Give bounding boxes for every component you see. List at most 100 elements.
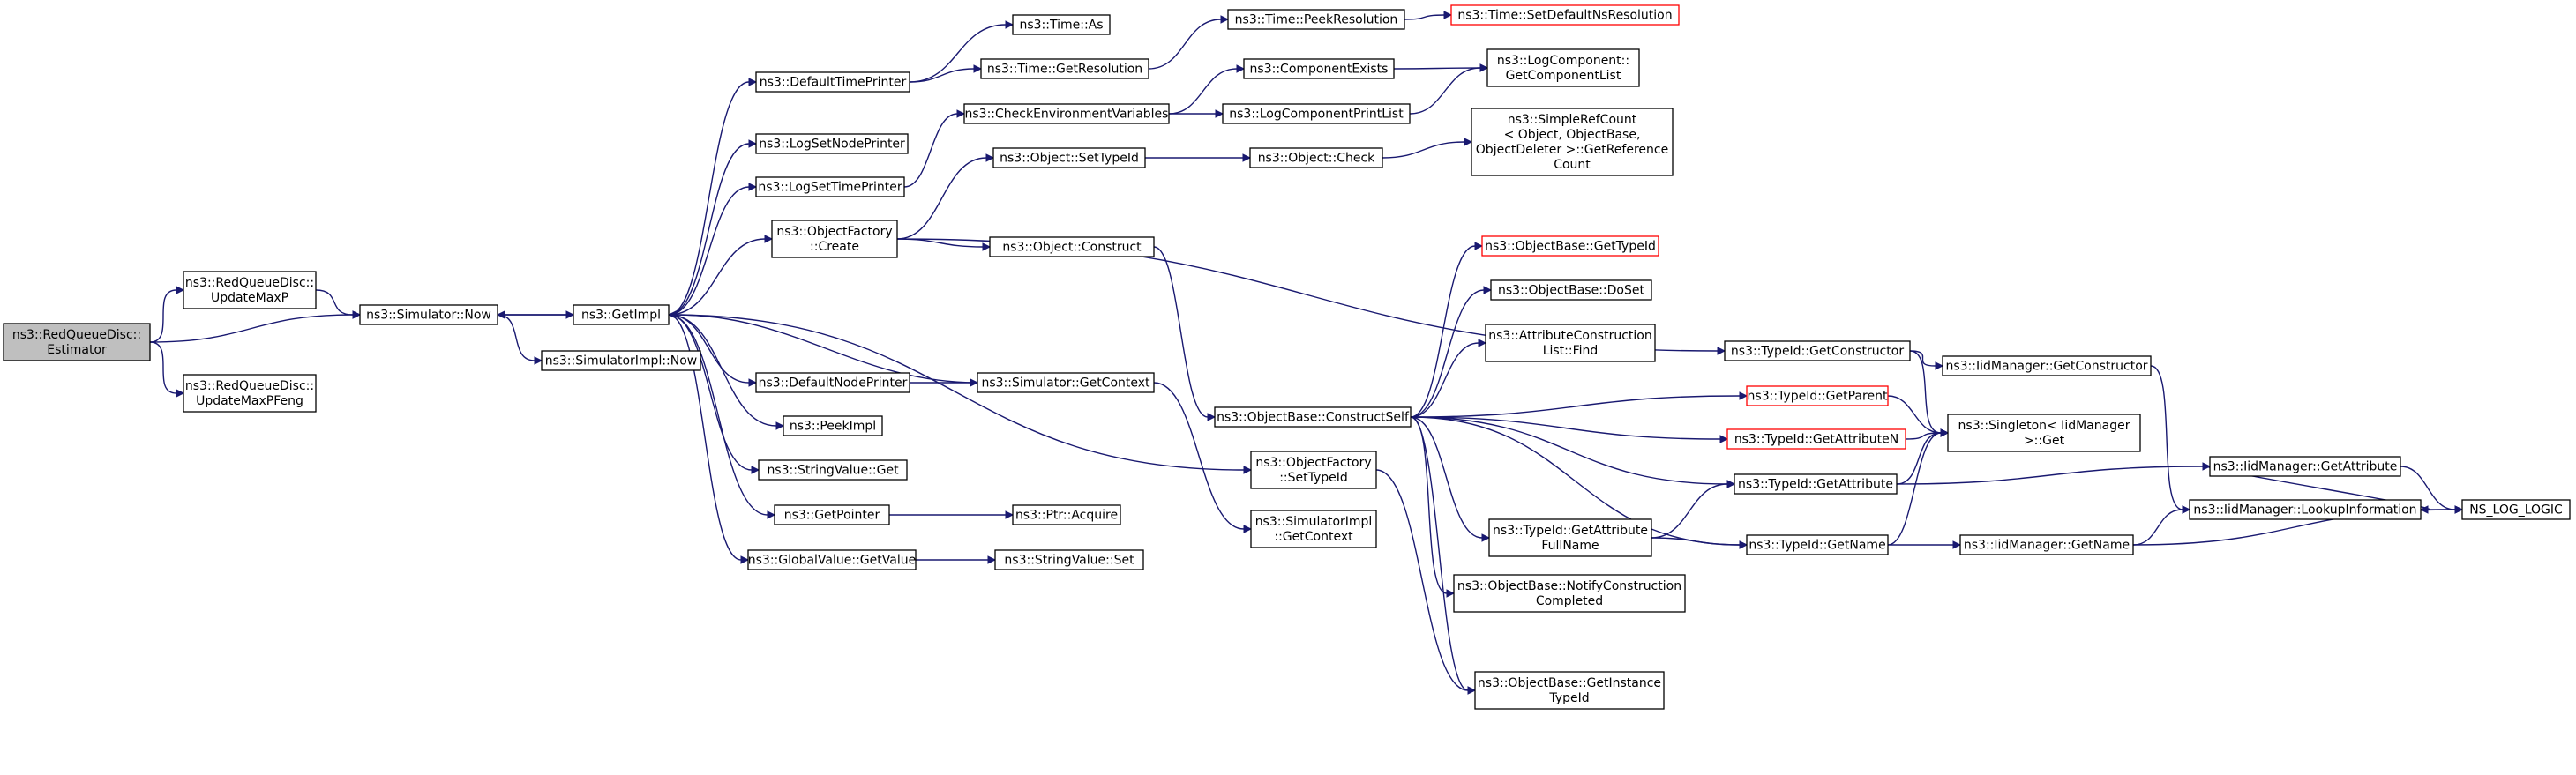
graph-node-iidGetConstructor[interactable]: ns3::IidManager::GetConstructor (1942, 355, 2152, 376)
graph-node-defaultTimePrinter[interactable]: ns3::DefaultTimePrinter (755, 71, 910, 93)
edge-checkEnvVars-to-logComponentPrintList (1168, 109, 1224, 118)
graph-node-getPointer[interactable]: ns3::GetPointer (774, 504, 890, 525)
edge-getImpl-to-logSetNodePrinter (668, 139, 758, 316)
edge-line (1896, 432, 1942, 485)
graph-node-simpleRefCount[interactable]: ns3::SimpleRefCount< Object, ObjectBase,… (1471, 108, 1674, 176)
graph-node-timePeekResolution[interactable]: ns3::Time::PeekResolution (1227, 9, 1405, 30)
edge-iidGetName-to-iidLookupInformation (2132, 505, 2191, 546)
graph-node-objBaseGetTypeId[interactable]: ns3::ObjectBase::GetTypeId (1481, 235, 1659, 257)
node-box (755, 71, 910, 93)
graph-node-objBaseConstructSelf[interactable]: ns3::ObjectBase::ConstructSelf (1214, 406, 1412, 428)
graph-node-objBaseDoSet[interactable]: ns3::ObjectBase::DoSet (1490, 279, 1652, 301)
node-box (1474, 671, 1665, 710)
node-label-line: >::Get (2024, 434, 2065, 448)
graph-node-ptrAcquire[interactable]: ns3::Ptr::Acquire (1012, 504, 1121, 525)
graph-node-simGetContext[interactable]: ns3::Simulator::GetContext (977, 372, 1155, 393)
edge-arrowhead (767, 510, 776, 519)
graph-node-updateMaxP[interactable]: ns3::RedQueueDisc::UpdateMaxP (183, 271, 317, 309)
graph-node-peekImpl[interactable]: ns3::PeekImpl (783, 415, 883, 436)
edge-line (1909, 350, 1942, 434)
graph-node-simImplNow[interactable]: ns3::SimulatorImpl::Now (541, 350, 701, 371)
graph-node-objFactoryCreate[interactable]: ns3::ObjectFactory::Create (771, 220, 898, 258)
node-label-line: ::SetTypeId (1279, 471, 1348, 485)
node-box (573, 304, 670, 325)
node-box (1485, 324, 1656, 362)
node-label-line: ns3::TypeId::GetAttributeN (1734, 433, 1898, 447)
graph-node-typeIdGetName[interactable]: ns3::TypeId::GetName (1746, 534, 1889, 555)
call-graph-edges (149, 11, 2464, 695)
graph-node-checkEnvVars[interactable]: ns3::CheckEnvironmentVariables (963, 103, 1170, 124)
graph-node-simImplGetContext[interactable]: ns3::SimulatorImpl::GetContext (1250, 510, 1377, 548)
graph-node-typeIdGetAttribute[interactable]: ns3::TypeId::GetAttribute (1734, 473, 1898, 495)
graph-node-objectConstruct[interactable]: ns3::Object::Construct (989, 236, 1155, 257)
graph-node-stringValueGet[interactable]: ns3::StringValue::Get (758, 459, 908, 481)
edge-getPointer-to-ptrAcquire (889, 510, 1015, 519)
node-box (1734, 473, 1898, 495)
graph-node-notifyConstructionCompleted[interactable]: ns3::ObjectBase::NotifyConstructionCompl… (1453, 574, 1686, 613)
graph-node-objectSetTypeId[interactable]: ns3::Object::SetTypeId (992, 147, 1146, 168)
node-label-line: ns3::Object::Construct (1002, 241, 1142, 255)
graph-node-typeIdGetAttributeN[interactable]: ns3::TypeId::GetAttributeN (1726, 428, 1906, 450)
graph-node-iidLookupInformation[interactable]: ns3::IidManager::LookupInformation (2189, 499, 2422, 520)
graph-node-stringValueSet[interactable]: ns3::StringValue::Set (994, 549, 1144, 570)
node-label-line: NS_LOG_LOGIC (2469, 503, 2563, 518)
edge-line (1148, 19, 1222, 70)
graph-node-simNow[interactable]: ns3::Simulator::Now (359, 304, 498, 325)
node-box (1746, 385, 1889, 406)
edge-logSetTimePrinter-to-checkEnvVars (903, 109, 966, 188)
edge-line (668, 143, 750, 316)
graph-node-logComponentGetList[interactable]: ns3::LogComponent::GetComponentList (1486, 48, 1640, 87)
graph-node-logSetTimePrinter[interactable]: ns3::LogSetTimePrinter (755, 176, 905, 197)
edge-arrowhead (1220, 15, 1230, 24)
graph-node-logComponentPrintList[interactable]: ns3::LogComponentPrintList (1222, 103, 1411, 124)
node-box (1453, 574, 1686, 613)
graph-node-timeAs[interactable]: ns3::Time::As (1012, 14, 1111, 35)
graph-node-objectCheck[interactable]: ns3::Object::Check (1249, 147, 1383, 168)
graph-node-iidGetAttribute[interactable]: ns3::IidManager::GetAttribute (2209, 456, 2401, 477)
node-label-line: ns3::ObjectBase::GetInstance (1478, 676, 1661, 690)
node-box (1726, 428, 1906, 450)
graph-node-root[interactable]: ns3::RedQueueDisc::Estimator (3, 323, 151, 361)
graph-node-getImpl[interactable]: ns3::GetImpl (573, 304, 670, 325)
edge-simGetContext-to-simImplGetContext (1153, 382, 1253, 533)
graph-node-timeGetResolution[interactable]: ns3::Time::GetResolution (980, 58, 1149, 79)
node-box (1249, 147, 1383, 168)
edge-line (1409, 67, 1481, 115)
node-label-line: ns3::AttributeConstruction (1488, 329, 1651, 343)
edge-timeGetResolution-to-timePeekResolution (1148, 15, 1230, 70)
edge-getImpl-to-stringValueGet (668, 314, 760, 474)
edge-arrowhead (1474, 242, 1484, 250)
node-label-line: ns3::ObjectFactory (776, 225, 892, 239)
edge-getImpl-to-objFactoryCreate (668, 235, 774, 316)
node-label-line: ns3::LogComponentPrintList (1229, 108, 1404, 122)
node-box (977, 372, 1155, 393)
graph-node-typeIdGetConstructor[interactable]: ns3::TypeId::GetConstructor (1724, 340, 1911, 361)
edge-root-to-updateMaxPFeng (149, 341, 185, 398)
edge-arrowhead (748, 78, 758, 86)
graph-node-objFactorySetTypeId[interactable]: ns3::ObjectFactory::SetTypeId (1250, 451, 1377, 489)
graph-node-logSetNodePrinter[interactable]: ns3::LogSetNodePrinter (755, 133, 909, 154)
edge-arrowhead (1005, 20, 1015, 29)
graph-node-singletonGet[interactable]: ns3::Singleton< IidManager>::Get (1947, 414, 2141, 452)
graph-node-updateMaxPFeng[interactable]: ns3::RedQueueDisc::UpdateMaxPFeng (183, 374, 317, 413)
node-label-line: ns3::IidManager::GetConstructor (1945, 360, 2147, 374)
graph-node-iidGetName[interactable]: ns3::IidManager::GetName (1959, 534, 2134, 555)
graph-node-typeIdGetParent[interactable]: ns3::TypeId::GetParent (1746, 385, 1889, 406)
edge-line (668, 81, 750, 316)
edge-line (1410, 416, 1483, 539)
graph-node-globalValueGetValue[interactable]: ns3::GlobalValue::GetValue (747, 549, 917, 570)
graph-node-defaultNodePrinter[interactable]: ns3::DefaultNodePrinter (755, 372, 910, 393)
graph-node-setDefaultNsResolution[interactable]: ns3::Time::SetDefaultNsResolution (1450, 4, 1680, 26)
graph-node-componentExists[interactable]: ns3::ComponentExists (1243, 58, 1395, 79)
node-label-line: UpdateMaxPFeng (196, 394, 303, 408)
node-box (183, 271, 317, 309)
edge-line (497, 314, 535, 361)
edge-objBaseConstructSelf-to-typeIdGetAttribute (1410, 416, 1736, 488)
node-label-line: ns3::ComponentExists (1250, 63, 1389, 77)
graph-node-nsLogLogic[interactable]: NS_LOG_LOGIC (2461, 499, 2571, 520)
node-box (359, 304, 498, 325)
node-label-line: ns3::SimulatorImpl::Now (545, 354, 698, 369)
